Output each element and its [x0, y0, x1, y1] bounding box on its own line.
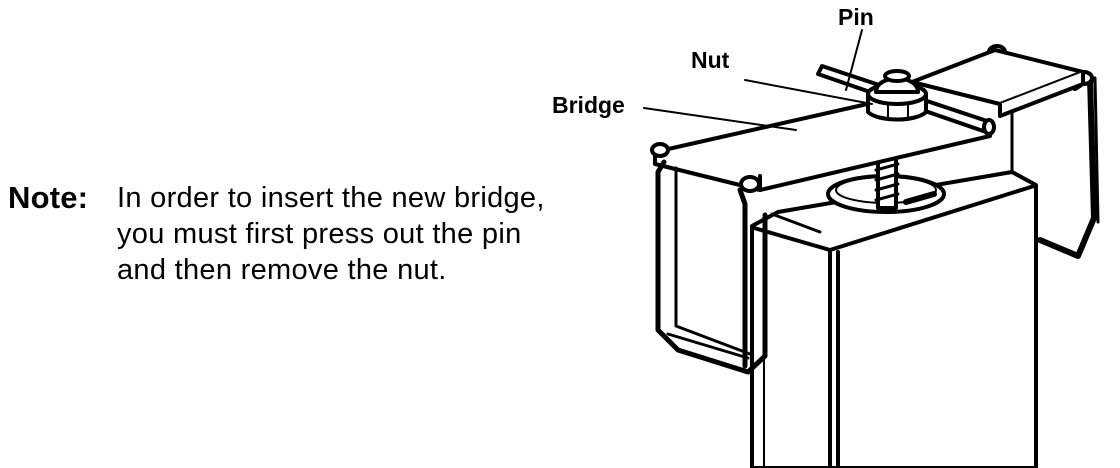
note-label: Note: — [8, 180, 89, 215]
note-line-3: and then remove the nut. — [117, 254, 447, 286]
callout-pin: Pin — [838, 4, 874, 30]
callout-nut: Nut — [691, 47, 730, 73]
note-line-1: In order to insert the new bridge, — [117, 182, 545, 214]
note-text: In order to insert the new bridge, you m… — [117, 180, 545, 288]
back-plate — [910, 48, 1085, 118]
left-clamp — [650, 142, 768, 375]
threaded-screw — [826, 126, 946, 214]
cap-nut — [866, 69, 928, 122]
note-line-2: you must first press out the pin — [117, 218, 522, 250]
callout-bridge: Bridge — [552, 92, 625, 118]
leader-lines — [643, 29, 873, 131]
housing-box — [750, 170, 1038, 468]
